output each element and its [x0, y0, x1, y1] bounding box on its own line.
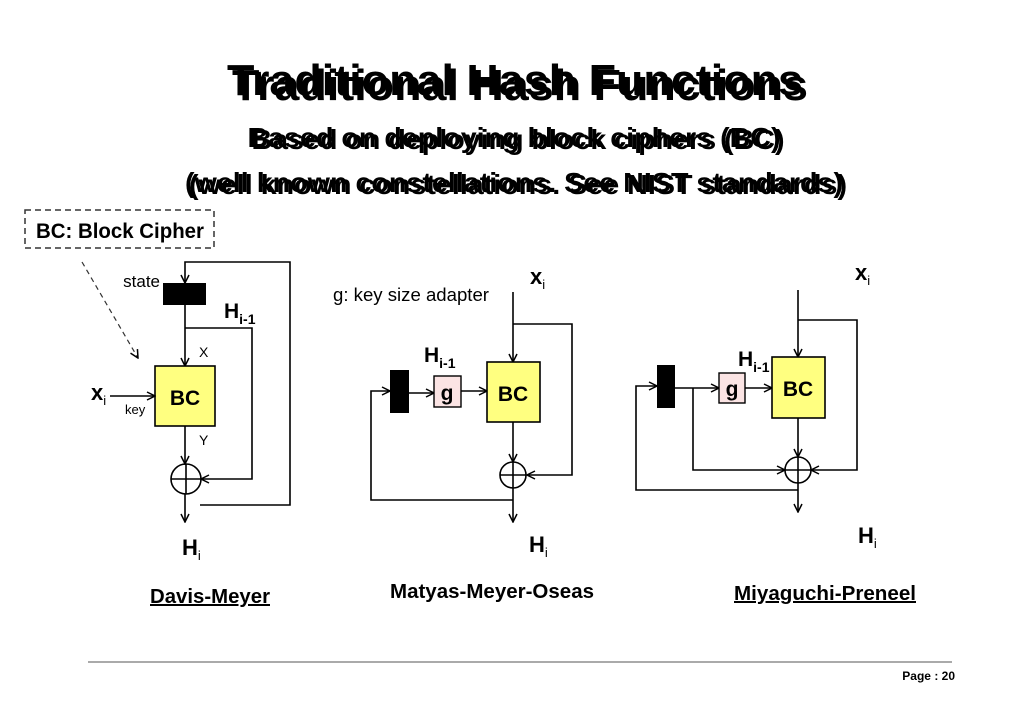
mmo-diagram: g: key size adapter xi Hi-1 g BC Hi Maty… — [333, 264, 594, 603]
block-cipher-label: BC — [498, 383, 528, 406]
key-label: key — [125, 402, 146, 417]
prev-hash-branch — [692, 388, 785, 470]
prev-hash-label: Hi-1 — [424, 344, 456, 371]
state-label: state — [123, 272, 160, 291]
legend-description: : Block Cipher — [66, 220, 204, 243]
page-title: Traditional Hash Functions — [227, 56, 803, 105]
scheme-name: Davis-Meyer — [150, 586, 270, 608]
output-label: Hi — [182, 535, 201, 563]
key-adapter-box — [718, 372, 746, 404]
block-cipher-box — [486, 361, 541, 423]
subtitle-line1: Based on deploying block ciphers (BC) — [248, 122, 781, 153]
page-number: Page : 20 — [902, 669, 955, 683]
state-register — [163, 283, 206, 305]
y-label: Y — [199, 432, 209, 448]
adapter-label: g — [726, 378, 739, 401]
scheme-name: Matyas-Meyer-Oseas — [390, 581, 594, 603]
xor-icon — [784, 456, 812, 484]
x-label: X — [199, 344, 209, 360]
input-feedforward — [798, 319, 858, 470]
key-adapter-box — [433, 375, 462, 408]
output-label: Hi — [858, 523, 877, 551]
feedback-line — [185, 261, 291, 506]
subtitle-shadow: Based on deploying block ciphers (BC) — [252, 124, 785, 155]
legend-box — [24, 209, 215, 249]
feedback-line — [635, 386, 798, 491]
xor-icon — [499, 461, 527, 489]
input-feedforward — [513, 323, 573, 475]
output-label: Hi — [529, 532, 548, 560]
title-shadow: Traditional Hash Functions — [232, 61, 808, 110]
legend-pointer-arrow — [81, 261, 138, 358]
subtitle-shadow: (well known constellations. See NIST sta… — [189, 169, 847, 200]
feedback-line — [370, 391, 513, 501]
legend-text: BC: Block Cipher — [36, 220, 204, 243]
xor-icon — [170, 463, 202, 495]
block-cipher-label: BC — [170, 387, 200, 410]
mp-diagram: xi Hi-1 g BC Hi Miyaguchi-Preneel — [635, 260, 916, 605]
prev-hash-label: Hi-1 — [738, 348, 770, 375]
state-register — [657, 365, 675, 408]
scheme-name: Miyaguchi-Preneel — [734, 583, 916, 605]
legend-abbr: BC — [36, 220, 66, 243]
subtitle-line2: (well known constellations. See NIST sta… — [185, 167, 843, 198]
adapter-note: g: key size adapter — [333, 285, 489, 305]
input-label: xi — [855, 260, 870, 288]
davis-meyer-diagram: state Hi-1 X BC xi key Y Hi Davis-Meyer — [91, 261, 291, 608]
input-label: xi — [91, 380, 106, 408]
input-label: xi — [530, 264, 545, 292]
adapter-label: g — [441, 382, 454, 405]
block-cipher-label: BC — [783, 378, 813, 401]
prev-hash-label: Hi-1 — [224, 300, 256, 327]
state-register — [390, 370, 409, 413]
prev-hash-branch — [185, 327, 253, 479]
